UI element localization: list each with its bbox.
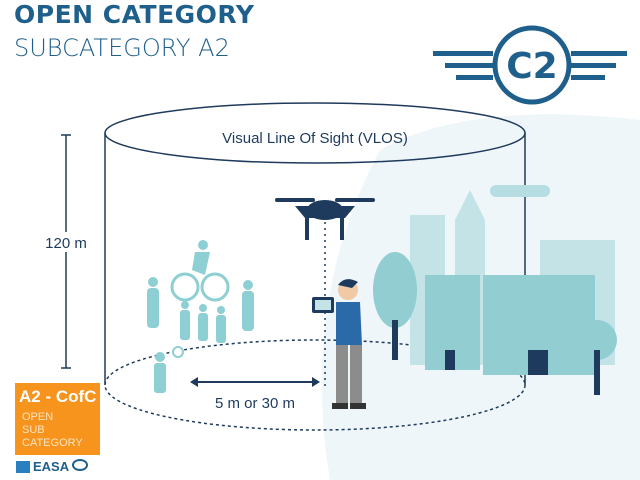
certificate-line: SUB — [22, 424, 45, 436]
city-buildings — [373, 185, 617, 395]
easa-logo-text: EASA — [33, 459, 70, 474]
distance-label: 5 m or 30 m — [215, 395, 295, 412]
certificate-line: CATEGORY — [22, 437, 83, 449]
vlos-label: Visual Line Of Sight (VLOS) — [222, 130, 408, 147]
class-c2-logo: C2 — [433, 25, 627, 105]
certificate-title: A2 - CofC — [19, 387, 97, 406]
page-title: OPEN CATEGORY — [14, 0, 255, 29]
crowd-figures — [147, 240, 254, 393]
page-subtitle: SUBCATEGORY A2 — [14, 34, 230, 62]
certificate-line: OPEN — [22, 411, 54, 423]
partner-logo-icon — [72, 459, 88, 471]
class-label: C2 — [506, 46, 557, 87]
distance-marker — [190, 377, 320, 387]
easa-logo: EASA — [16, 459, 69, 474]
pilot-figure — [312, 279, 366, 409]
drone-icon — [275, 198, 375, 240]
cylinder-base — [104, 339, 526, 431]
certificate-badge: A2 - CofC OPEN SUB CATEGORY — [15, 383, 100, 455]
height-label: 120 m — [45, 235, 87, 252]
easa-flag-icon — [16, 460, 30, 473]
